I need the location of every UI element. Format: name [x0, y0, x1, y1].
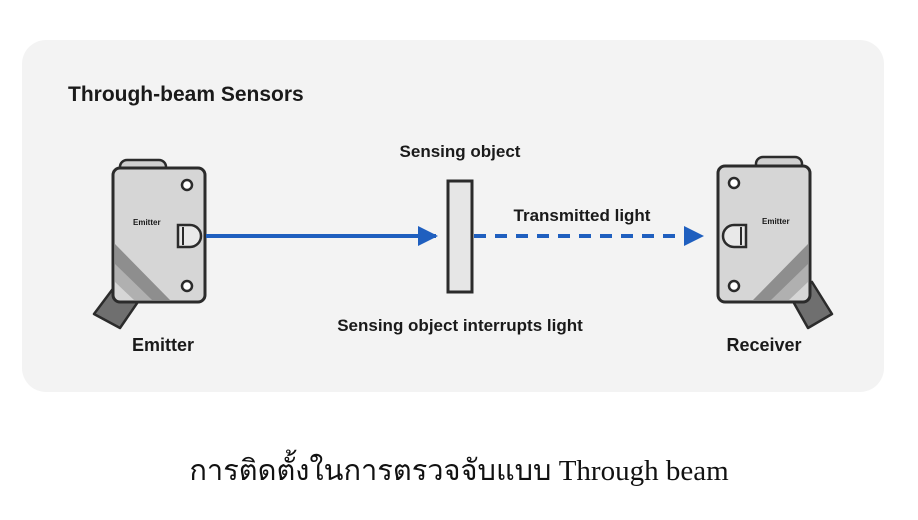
interrupt-label: Sensing object interrupts light [337, 316, 583, 335]
emitter-body-label: Emitter [133, 218, 161, 227]
receiver-body-label: Emitter [762, 217, 790, 226]
transmitted-light-label: Transmitted light [514, 206, 651, 225]
emitter-sensor: Emitter [92, 158, 207, 330]
sensing-object-label: Sensing object [400, 142, 521, 161]
receiver-caption: Receiver [726, 335, 801, 355]
diagram-title: Through-beam Sensors [68, 83, 304, 106]
receiver-sensor: Emitter [716, 155, 834, 330]
figure-caption: การติดตั้งในการตรวจจับแบบ Through beam [189, 455, 729, 487]
sensing-object [446, 179, 474, 294]
emitter-caption: Emitter [132, 335, 194, 355]
